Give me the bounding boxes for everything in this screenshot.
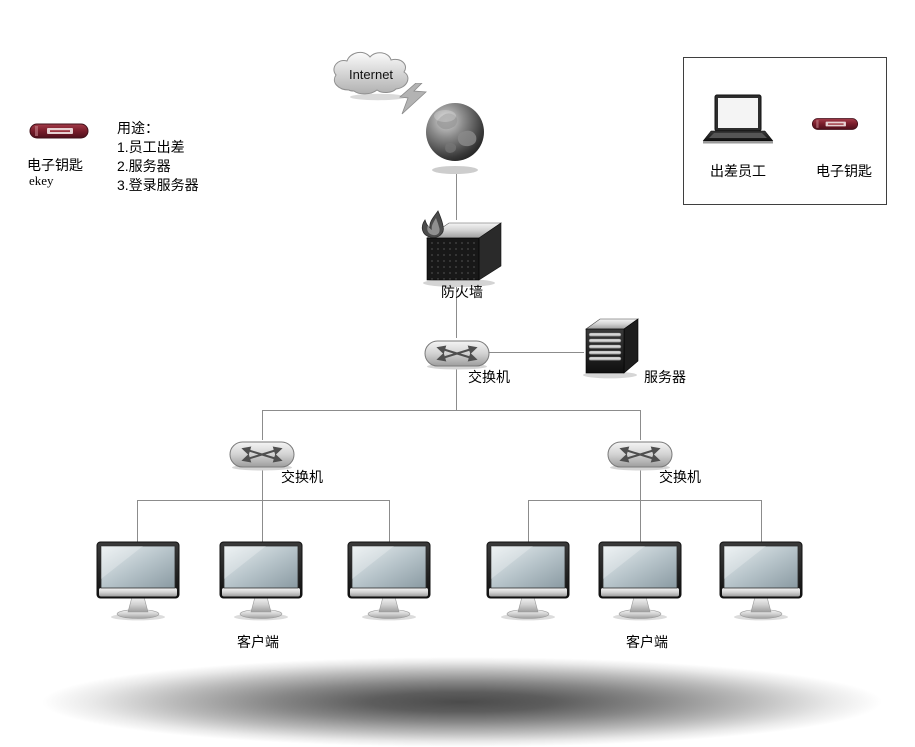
connector-line — [456, 369, 457, 410]
internet-cloud-icon: Internet — [333, 51, 409, 101]
core-switch-icon — [424, 338, 490, 370]
connector-line — [137, 500, 138, 543]
client-monitor-icon — [96, 541, 180, 623]
internet-label: Internet — [349, 67, 393, 82]
laptop-icon — [702, 94, 774, 144]
client-monitor-icon — [598, 541, 682, 623]
remote-laptop-label: 出差员工 — [710, 163, 766, 179]
server-label: 服务器 — [644, 369, 686, 385]
right-switch-label: 交换机 — [659, 469, 701, 485]
server-icon — [583, 318, 639, 379]
usage-item: 3.登录服务器 — [117, 177, 199, 193]
client-monitor-icon — [719, 541, 803, 623]
connector-line — [640, 470, 641, 543]
firewall-label: 防火墙 — [441, 284, 483, 300]
ekey-icon — [27, 121, 91, 141]
connector-line — [262, 410, 263, 440]
connector-line — [389, 500, 390, 543]
lightning-icon — [399, 83, 427, 115]
left-clients-label: 客户端 — [237, 634, 279, 650]
globe-icon — [426, 103, 484, 174]
connector-line — [262, 410, 641, 411]
flame-icon — [421, 210, 444, 238]
firewall-icon — [421, 210, 502, 287]
connector-line — [528, 500, 529, 543]
usage-item: 2.服务器 — [117, 158, 171, 174]
connector-line — [137, 500, 390, 501]
connector-line — [489, 352, 584, 353]
connector-line — [456, 282, 457, 338]
remote-ekey-icon — [810, 116, 860, 132]
connector-line — [456, 170, 457, 220]
core-switch-label: 交换机 — [468, 369, 510, 385]
right-switch-icon — [607, 439, 673, 471]
client-monitor-icon — [347, 541, 431, 623]
client-monitor-icon — [486, 541, 570, 623]
left-switch-icon — [229, 439, 295, 471]
ekey-subtitle: ekey — [29, 173, 54, 188]
connector-line — [761, 500, 762, 543]
ekey-usage-notes: 用途： 1.员工出差 2.服务器 3.登录服务器 — [117, 119, 199, 195]
connector-line — [640, 410, 641, 440]
usage-heading: 用途： — [117, 120, 159, 136]
connector-line — [528, 500, 762, 501]
client-monitor-icon — [219, 541, 303, 623]
usage-item: 1.员工出差 — [117, 139, 185, 155]
ground-shadow — [42, 657, 882, 747]
right-clients-label: 客户端 — [626, 634, 668, 650]
remote-worker-box: 出差员工 电子钥匙 — [683, 57, 887, 205]
remote-ekey-label: 电子钥匙 — [816, 163, 872, 179]
connector-line — [262, 470, 263, 543]
left-switch-label: 交换机 — [281, 469, 323, 485]
ekey-title: 电子钥匙 — [27, 157, 83, 173]
